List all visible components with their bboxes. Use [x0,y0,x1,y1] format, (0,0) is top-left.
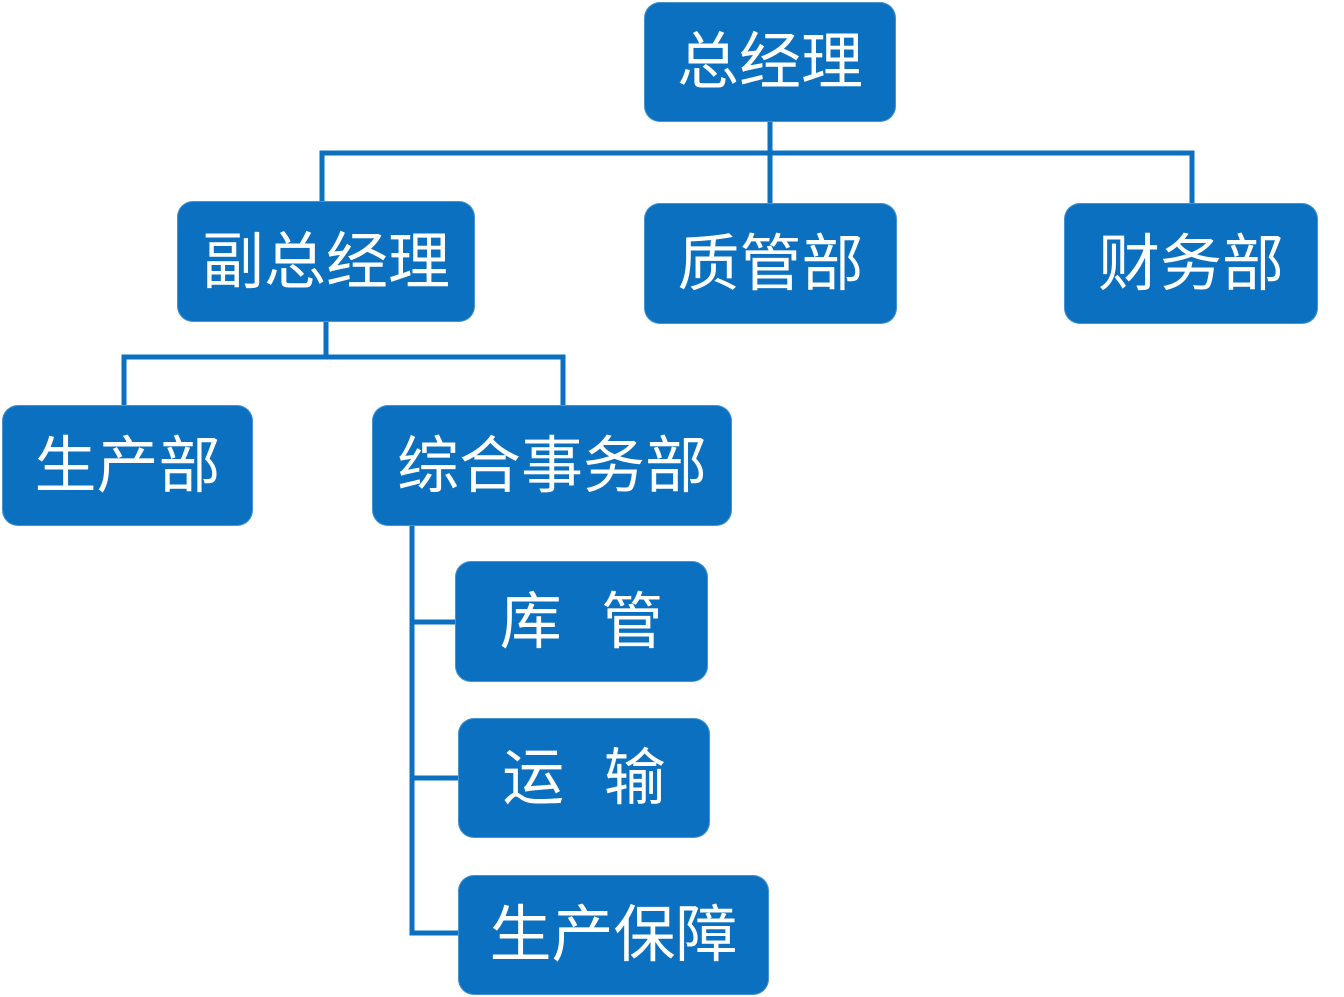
quality-management-dept-label: 质管部 [677,226,864,300]
general-affairs-dept-box[interactable]: 综合事务部 [372,405,732,526]
deputy-general-manager-label: 副总经理 [201,224,450,298]
general-manager-box[interactable]: 总经理 [644,2,896,122]
general-affairs-dept-label: 综合事务部 [396,428,707,502]
warehouse-label: 库 管 [499,584,664,658]
production-support-label: 生产保障 [489,898,738,971]
general-manager-label: 总经理 [676,25,863,98]
warehouse-box[interactable]: 库 管 [455,561,708,682]
production-dept-label: 生产部 [34,428,221,502]
finance-dept-label: 财务部 [1097,226,1284,300]
transport-label: 运 输 [502,741,666,814]
production-dept-box[interactable]: 生产部 [2,405,253,526]
production-support-box[interactable]: 生产保障 [458,875,769,995]
quality-management-dept-box[interactable]: 质管部 [644,203,897,324]
deputy-general-manager-box[interactable]: 副总经理 [177,201,475,322]
transport-box[interactable]: 运 输 [458,718,710,838]
finance-dept-box[interactable]: 财务部 [1064,203,1318,324]
